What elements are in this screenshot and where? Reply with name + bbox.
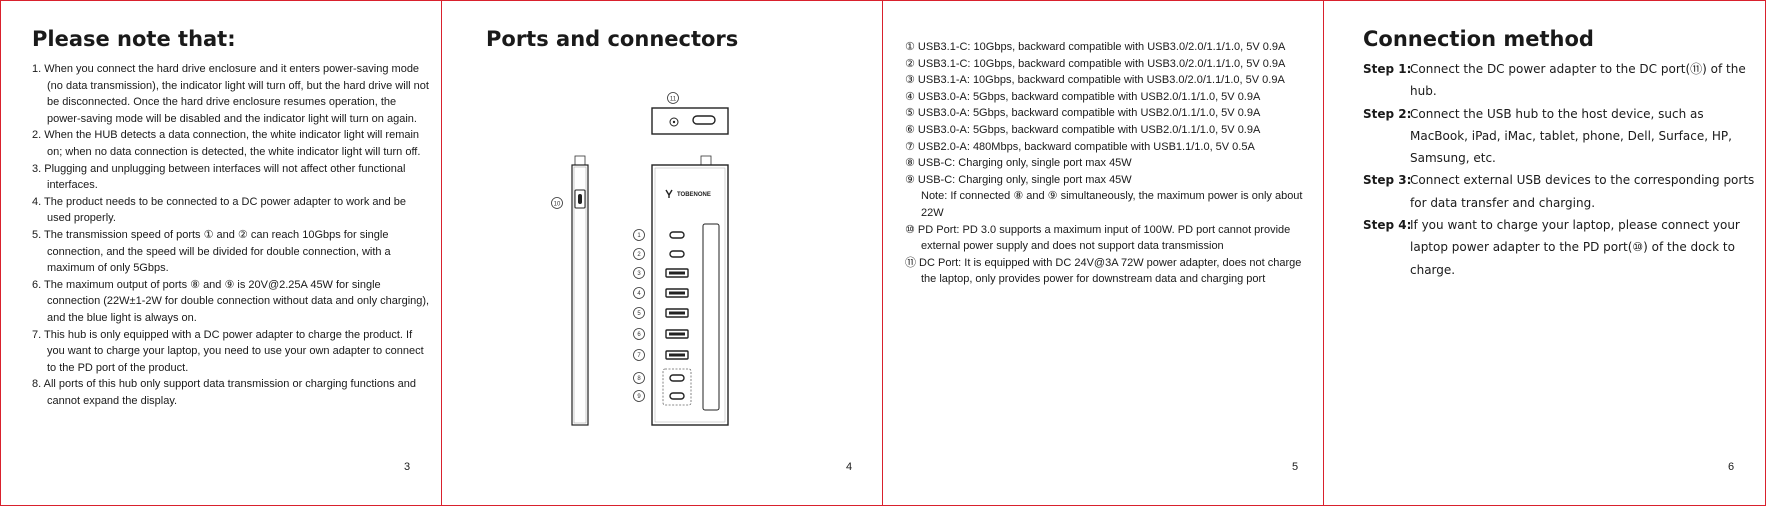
port-item: ⑪ DC Port: It is equipped with DC 24V@3A… [905,256,1302,286]
port-item: ⑩ PD Port: PD 3.0 supports a maximum inp… [905,223,1291,253]
callout-label: 8 [637,376,641,382]
pd-port-top-icon [692,115,716,125]
callout-circle [633,372,645,384]
steps-list: Step 1: Connect the DC power adapter to … [1363,58,1755,281]
callout-label: 1 [637,233,641,239]
page-number: 6 [1728,461,1735,473]
port-item: ② USB3.1-C: 10Gbps, backward compatible … [905,57,1286,70]
step-text: Connect the USB hub to the host device, … [1410,106,1732,166]
port-item: ⑥ USB3.0-A: 5Gbps, backward compatible w… [905,123,1261,136]
step-label: Step 1: [1363,62,1412,76]
ports-note: Note: If connected ⑧ and ⑨ simultaneousl… [921,190,1303,219]
usb-a-tongue [669,291,685,295]
callout-label: 7 [637,353,641,359]
callout-label: 3 [637,271,641,277]
callout-circle [633,248,645,260]
step-label: Step 3: [1363,173,1412,188]
port-item: ⑧ USB-C: Charging only, single port max … [905,157,1132,170]
ports-list: ① USB3.1-C: 10Gbps, backward compatible … [905,39,1317,288]
callout-label: 9 [637,394,641,400]
note-item: 4. The product needs to be connected to … [32,195,407,225]
callout-circle [633,267,645,279]
note-item: 3. Plugging and unplugging between inter… [32,162,406,192]
port-item: ③ USB3.1-A: 10Gbps, backward compatible … [905,74,1285,87]
hub-front-view [651,164,729,426]
callout-circle [633,349,645,361]
usb-a-tongue [669,271,685,275]
callout-circle [633,287,645,299]
note-item: 2. When the HUB detects a data connectio… [32,129,421,158]
callout-label: 6 [637,332,641,338]
port-item: ⑨ USB-C: Charging only, single port max … [905,173,1132,186]
port-item: ④ USB3.0-A: 5Gbps, backward compatible w… [905,90,1261,103]
step-label: Step 2: [1363,106,1412,121]
side-cable-stub [574,155,586,166]
page-divider [1323,1,1324,505]
usb-c-port [669,392,685,400]
page-4-heading: Ports and connectors [486,27,739,51]
callout-circle [633,328,645,340]
page-number: 3 [404,461,411,473]
step-item: Step 3: Connect external USB devices to … [1363,169,1755,214]
step-item: Step 4: If you want to charge your lapto… [1363,214,1755,281]
port-item: ① USB3.1-C: 10Gbps, backward compatible … [905,41,1286,53]
charging-ports-frame [662,368,692,406]
hub-side-view [571,164,589,426]
brand-logo-icon [665,189,673,198]
port-item: ⑤ USB3.0-A: 5Gbps, backward compatible w… [905,107,1261,120]
callout-label: 2 [637,252,641,258]
callout-label: 5 [637,311,641,317]
step-text: Connect external USB devices to the corr… [1410,173,1755,210]
page-divider [882,1,883,505]
usb-a-tongue [669,353,685,357]
port-glyphs [662,231,692,406]
pd-port-side-icon [574,189,586,209]
port-item: ⑦ USB2.0-A: 480Mbps, backward compatible… [905,140,1255,153]
step-text: Connect the DC power adapter to the DC p… [1410,62,1746,99]
page-number: 4 [846,461,853,473]
step-item: Step 1: Connect the DC power adapter to … [1363,58,1755,103]
callout-label: 4 [637,291,641,297]
notes-list: 1. When you connect the hard drive enclo… [32,61,432,409]
note-item: 6. The maximum output of ports ⑧ and ⑨ i… [32,278,430,324]
note-item: 5. The transmission speed of ports ① and… [32,228,391,275]
page-number: 5 [1292,461,1299,473]
hub-top-view [651,107,729,135]
usb-a-tongue [669,311,685,315]
usb-c-port [669,374,685,382]
page-3-heading: Please note that: [32,27,236,51]
callout-10-circle [551,197,563,209]
hub-diagram: 11 10 TOBENONE 1 2 3 4 5 6 7 8 9 [551,92,729,426]
callout-11-circle [667,92,679,104]
front-cable-stub [700,155,712,166]
page-6-heading: Connection method [1363,27,1594,51]
port-callouts: 1 2 3 4 5 6 7 8 9 [633,229,645,402]
indicator-window [702,223,720,411]
usb-c-port [669,231,685,239]
callout-11-label: 11 [670,97,677,103]
note-item: 8. All ports of this hub only support da… [32,378,416,407]
step-text: If you want to charge your laptop, pleas… [1410,218,1740,277]
note-item: 7. This hub is only equipped with a DC p… [32,328,424,374]
usb-c-port [669,250,685,258]
callout-circle [633,229,645,241]
dc-port-icon [669,117,679,127]
brand-label: TOBENONE [677,192,711,198]
step-label: Step 4: [1363,218,1412,233]
usb-a-tongue [669,332,685,336]
note-item: 1. When you connect the hard drive enclo… [32,63,429,125]
callout-10-label: 10 [554,202,561,208]
callout-circle [633,390,645,402]
step-item: Step 2: Connect the USB hub to the host … [1363,103,1755,170]
callout-circle [633,307,645,319]
page-divider [441,1,442,505]
